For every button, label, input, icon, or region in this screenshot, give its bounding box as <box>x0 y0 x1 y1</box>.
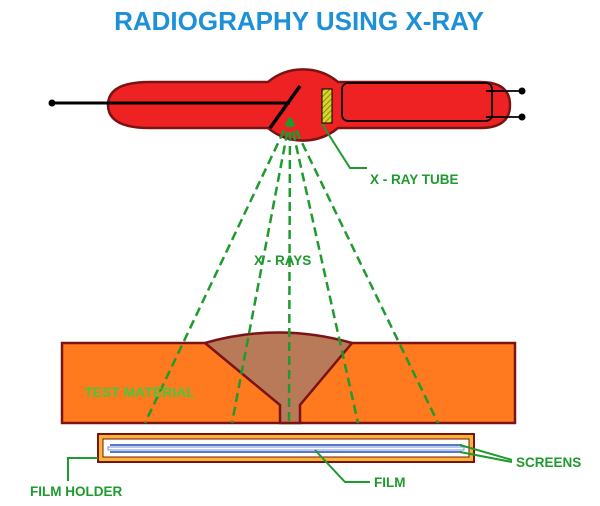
xray-beams <box>143 117 440 424</box>
test-material-label: TEST MATERIAL <box>84 384 195 400</box>
pointer-lines <box>67 123 513 483</box>
xray-beam-1 <box>143 117 292 424</box>
xrays-label: X - RAYS <box>254 253 311 268</box>
cathode-terminal-top <box>518 87 526 95</box>
film-pointer <box>314 449 370 483</box>
xray-beam-3 <box>287 117 292 424</box>
xray-tube-label: X - RAY TUBE <box>370 172 459 187</box>
weld-region <box>202 331 355 425</box>
screens-label: SCREENS <box>516 455 581 470</box>
film-holder-label: FILM HOLDER <box>30 484 122 499</box>
diagram-title: RADIOGRAPHY USING X-RAY <box>114 6 484 36</box>
screens-pointer-2 <box>459 451 513 463</box>
cathode-filament <box>321 88 333 124</box>
screens-pointer-1 <box>459 444 513 461</box>
xray-tube-pointer <box>321 123 367 169</box>
xray-beam-2 <box>230 117 292 424</box>
film-holder-pointer <box>67 457 98 481</box>
xray-beam-7 <box>288 117 300 134</box>
xray-beam-6 <box>280 117 292 134</box>
anode-terminal <box>48 99 56 107</box>
cathode-terminal-bottom <box>518 113 526 121</box>
film-strip <box>107 446 465 451</box>
xray-beam-4 <box>288 117 360 424</box>
film-label: FILM <box>374 475 406 490</box>
xray-tube-body <box>106 68 512 142</box>
cathode-chamber <box>341 82 493 122</box>
anode-target <box>268 84 302 130</box>
xray-beam-5 <box>288 117 440 424</box>
